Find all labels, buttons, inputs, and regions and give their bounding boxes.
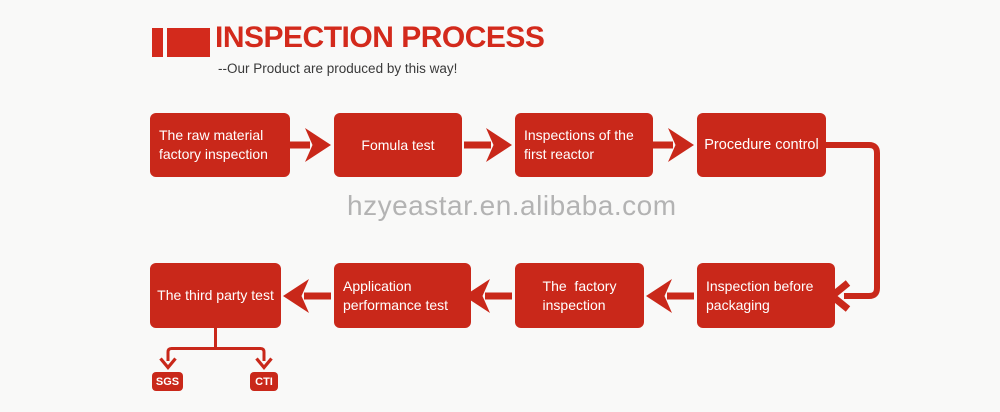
leaf-label: CTI — [255, 375, 273, 388]
box-label: Fomula test — [361, 136, 435, 153]
watermark-url: hzyeastar.en.alibaba.com — [347, 190, 677, 221]
arrow-right-icon — [464, 128, 512, 162]
arrow-down-chevron-icon — [255, 357, 273, 370]
arrow-left-icon — [283, 279, 331, 313]
connector-procedure-to-packaging — [826, 142, 880, 299]
sgs-box: SGS — [152, 372, 183, 391]
arrow-down-chevron-icon — [159, 357, 177, 370]
flow-box-formula-test: Fomula test — [334, 113, 462, 177]
header-accent-bar-large — [167, 28, 210, 57]
flow-box-raw-material-factory-inspection: The raw material factory inspection — [150, 113, 290, 177]
flow-box-inspection-before-packaging: Inspection before packaging — [697, 263, 835, 328]
box-label: Inspection before packaging — [706, 277, 814, 313]
arrow-left-icon — [646, 279, 694, 313]
flow-box-factory-inspection: The factory inspection — [515, 263, 644, 328]
flow-box-first-reactor-inspections: Inspections of the first reactor — [515, 113, 653, 177]
box-label: The third party test — [157, 287, 274, 303]
box-label: Inspections of the first reactor — [524, 127, 634, 162]
cti-box: CTI — [250, 372, 278, 391]
box-label: The raw material factory inspection — [159, 127, 268, 162]
flow-box-third-party-test: The third party test — [150, 263, 281, 328]
flow-box-procedure-control: Procedure control — [697, 113, 826, 177]
page-title: INSPECTION PROCESS — [215, 21, 545, 54]
connector-thirdparty-branch — [166, 328, 266, 361]
box-label: The factory inspection — [542, 277, 617, 313]
arrow-right-icon — [283, 128, 331, 162]
arrow-left-icon — [464, 279, 512, 313]
box-label: Procedure control — [704, 136, 819, 153]
box-label: Application performance test — [343, 277, 449, 313]
arrow-right-icon — [646, 128, 694, 162]
page-subtitle: --Our Product are produced by this way! — [218, 61, 458, 76]
header-accent-bar-small — [152, 28, 163, 57]
leaf-label: SGS — [155, 375, 180, 388]
flow-box-application-performance-test: Application performance test — [334, 263, 471, 328]
